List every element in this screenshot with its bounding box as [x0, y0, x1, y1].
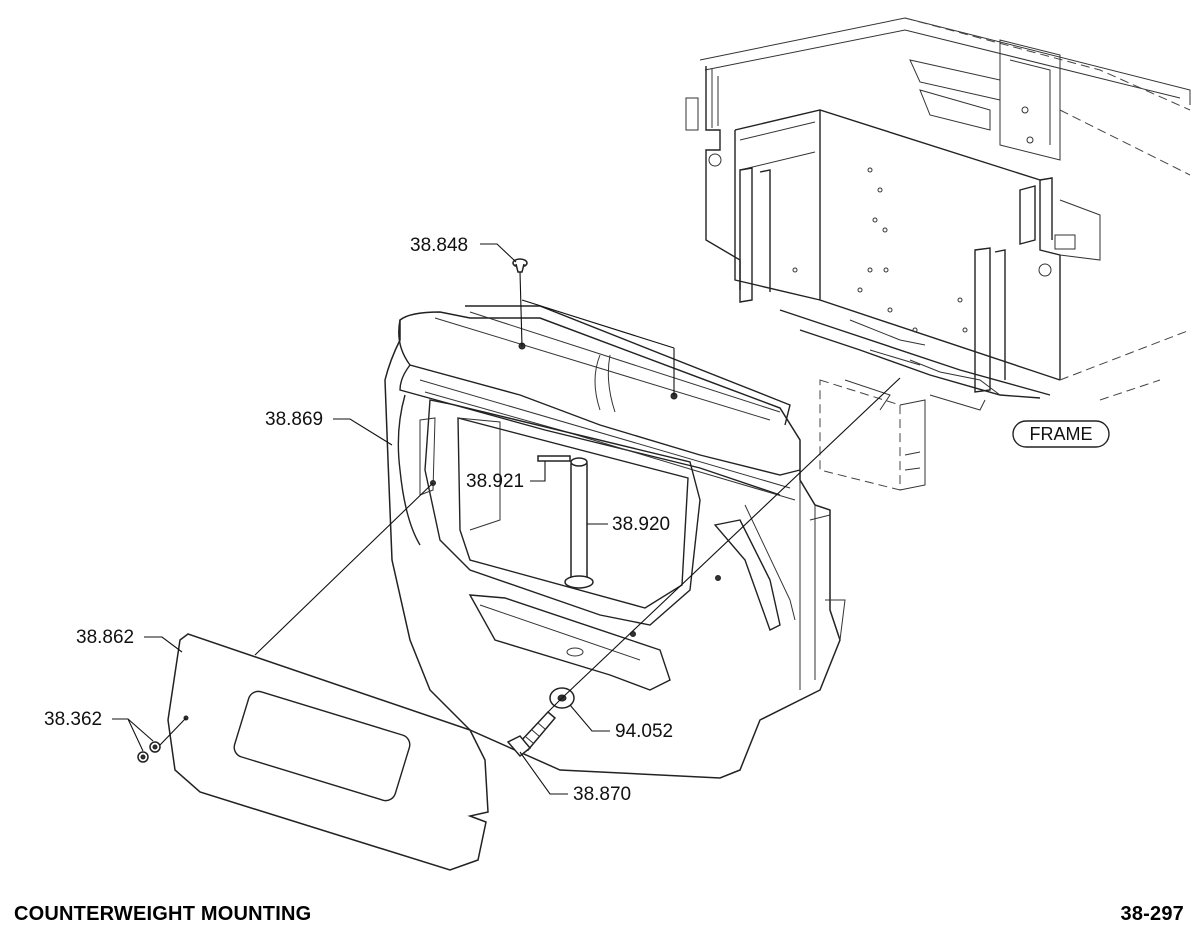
- callout-38-920: 38.920: [587, 514, 670, 535]
- nuts: [137, 741, 161, 763]
- svg-text:38.921: 38.921: [466, 471, 524, 492]
- svg-text:38.869: 38.869: [265, 409, 323, 430]
- assembly-lines: [159, 271, 901, 746]
- frame-label: FRAME: [1012, 420, 1110, 448]
- svg-text:38.870: 38.870: [573, 784, 631, 805]
- callout-38-869: 38.869: [265, 409, 393, 446]
- callout-38-848: 38.848: [410, 235, 517, 263]
- cover-plate: [167, 633, 489, 871]
- page-number: 38-297: [1120, 903, 1184, 925]
- counterweight-body: [384, 305, 846, 779]
- callout-38-921: 38.921: [466, 461, 546, 492]
- callout-38-862: 38.862: [76, 627, 183, 653]
- retaining-clip: [537, 455, 571, 462]
- callout-38-870: 38.870: [519, 751, 631, 805]
- figure-title: COUNTERWEIGHT MOUNTING: [14, 903, 312, 925]
- svg-text:38.920: 38.920: [612, 514, 670, 535]
- svg-text:94.052: 94.052: [615, 721, 673, 742]
- callout-94-052: 94.052: [569, 704, 673, 742]
- svg-text:38.862: 38.862: [76, 627, 134, 648]
- svg-text:FRAME: FRAME: [1030, 424, 1093, 444]
- callout-38-362: 38.362: [44, 709, 154, 752]
- lift-pin: [564, 457, 594, 589]
- svg-text:38.848: 38.848: [410, 235, 468, 256]
- bolt: [506, 710, 557, 758]
- svg-text:38.362: 38.362: [44, 709, 102, 730]
- frame-chassis: [685, 17, 1191, 491]
